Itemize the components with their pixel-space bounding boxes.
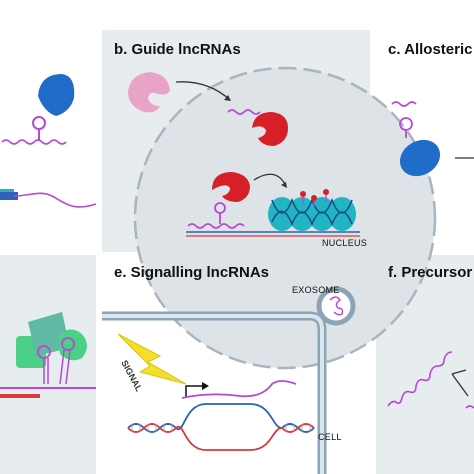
panel-e-title: e. Signalling lncRNAs: [114, 264, 269, 281]
rna-loop-d2: [61, 337, 75, 351]
dna-block-a-top: [0, 189, 14, 192]
panel-f: f. Precursor l: [387, 264, 474, 409]
panel-c-title: c. Allosteric l: [388, 41, 474, 58]
tss-arrow: [185, 385, 204, 398]
precursor-rna: [387, 351, 453, 407]
blue-protein-c: [399, 139, 441, 177]
panel-a: [0, 74, 97, 208]
panel-a-background: [0, 30, 96, 250]
pink-protein: [128, 72, 170, 113]
import-arrow: [175, 81, 231, 101]
dna-strand-blue: [127, 403, 315, 433]
processing-arrow-2: [451, 373, 469, 397]
dna-block-a: [0, 192, 18, 200]
rna-strand-a: [1, 139, 67, 145]
histone-mark: [311, 195, 317, 201]
exosome-rna: [329, 296, 344, 316]
tss-arrowhead: [202, 382, 209, 390]
rna-tail-a: [13, 192, 97, 208]
exosome-label: EXOSOME: [292, 285, 340, 295]
rna-stems-d: [43, 349, 71, 385]
rna-strand-b: [187, 223, 245, 229]
import-arrowhead: [224, 95, 231, 101]
histone-mark: [300, 191, 306, 197]
dna-rungs: [131, 424, 311, 432]
product-rna: [465, 405, 474, 409]
dna-strand-red: [127, 423, 315, 451]
panel-b-title: b. Guide lncRNAs: [114, 41, 241, 58]
signal-bolt: [117, 333, 187, 385]
panel-b: b. Guide lncRNAs NUCLEUS: [114, 41, 437, 370]
cell-label: CELL: [318, 432, 342, 442]
panel-f-title: f. Precursor l: [388, 264, 474, 281]
panel-d: [0, 312, 96, 398]
nucleosome-array: [268, 197, 356, 231]
processing-arrow: [451, 369, 467, 375]
cell-membrane-inner: [102, 314, 324, 474]
histone-mark: [323, 189, 329, 195]
dna-wrap: [271, 210, 353, 227]
rna-strand-c: [391, 101, 417, 107]
guide-rna: [227, 109, 261, 115]
blue-protein-a: [38, 74, 75, 116]
red-protein-top: [252, 112, 288, 146]
green-protein-2: [58, 329, 87, 361]
targeting-arrow: [253, 173, 287, 187]
targeting-arrowhead: [281, 182, 287, 188]
nucleus-label: NUCLEUS: [322, 238, 367, 248]
transcript-rna: [181, 380, 297, 399]
red-protein-bottom: [212, 172, 250, 202]
dna-ladder-d: [0, 394, 40, 398]
panel-c: c. Allosteric l: [388, 41, 474, 177]
